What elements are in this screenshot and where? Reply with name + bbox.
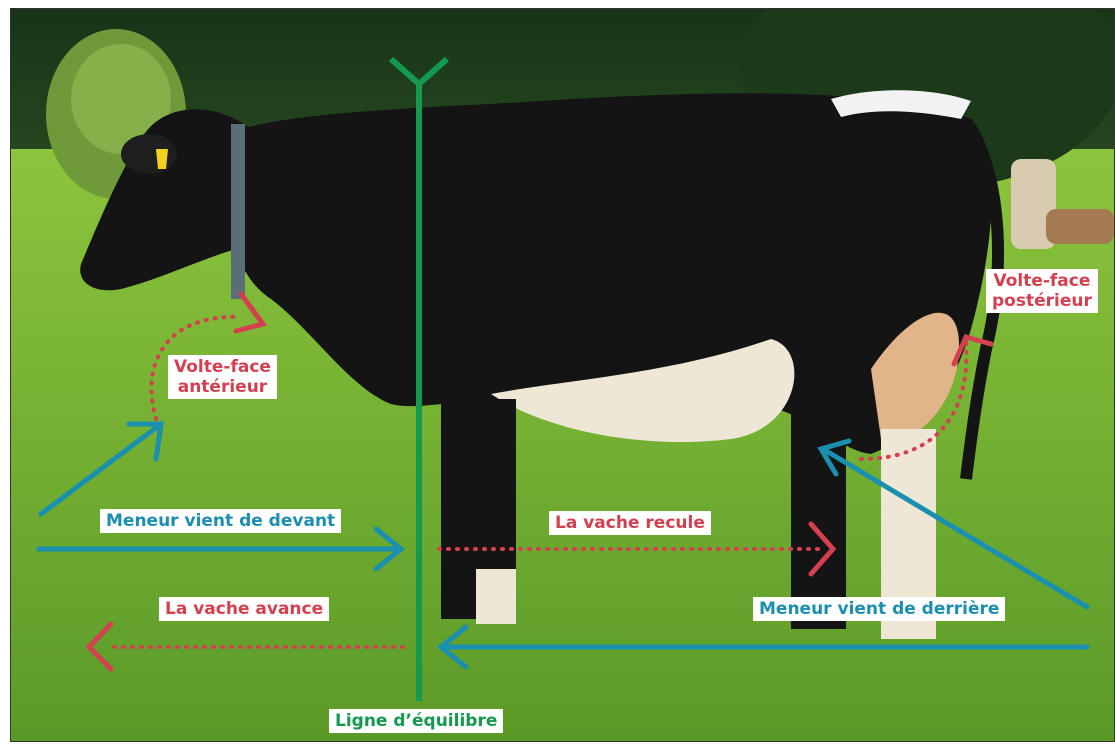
diagram-canvas: Volte-face antérieur Volte-face postérie… [10,8,1115,742]
label-ligne-equilibre: Ligne d’équilibre [329,709,503,733]
label-volte-face-anterieur: Volte-face antérieur [168,355,277,399]
ear-tag-icon [156,149,168,169]
label-vache-avance: La vache avance [159,597,329,621]
collar [231,124,245,299]
cow-leg-front-white [476,569,516,624]
distant-cow-2 [1046,209,1114,244]
label-volte-face-posterieur-line2: postérieur [992,291,1092,311]
cow-ear [121,134,177,174]
label-meneur-devant: Meneur vient de devant [100,509,341,533]
label-volte-face-posterieur-line1: Volte-face [992,271,1092,291]
label-volte-face-anterieur-line2: antérieur [174,377,271,397]
label-meneur-derriere: Meneur vient de derrière [753,597,1005,621]
label-vache-recule: La vache recule [549,511,711,535]
label-volte-face-posterieur: Volte-face postérieur [986,269,1098,313]
label-volte-face-anterieur-line1: Volte-face [174,357,271,377]
